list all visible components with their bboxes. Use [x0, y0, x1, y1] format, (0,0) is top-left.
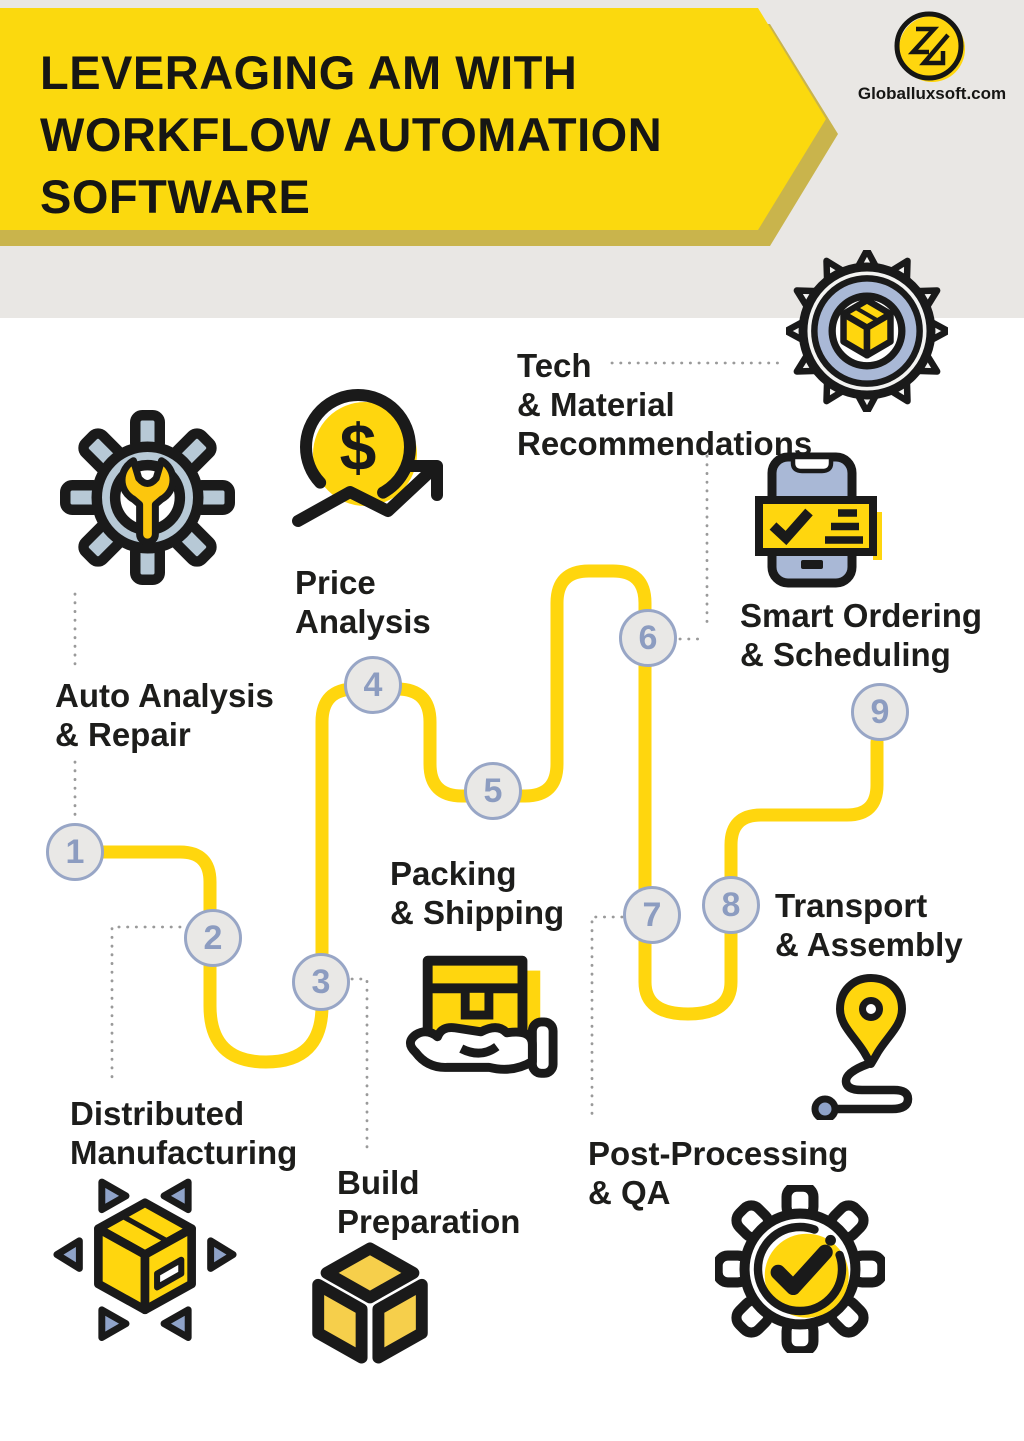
brand-url: Globalluxsoft.com: [857, 84, 1007, 103]
step-badge-7: 7: [623, 886, 681, 944]
label-price-analysis: Price Analysis: [295, 564, 431, 640]
step-badge-3: 3: [292, 953, 350, 1011]
dollar-trend-icon: $: [292, 389, 443, 527]
label-auto-analysis: Auto Analysis & Repair: [55, 677, 274, 753]
gear-box-icon: [786, 250, 948, 412]
step-badge-6: 6: [619, 609, 677, 667]
step-badge-5: 5: [464, 762, 522, 820]
exploded-box-icon: [53, 1178, 237, 1341]
label-distributed: Distributed Manufacturing: [70, 1095, 298, 1171]
open-cube-icon: [312, 1242, 428, 1364]
slg-monogram-icon: [894, 11, 965, 82]
step-badge-2: 2: [184, 909, 242, 967]
label-tech-material: Tech & Material Recommendations: [517, 347, 813, 462]
step-badge-4: 4: [344, 656, 402, 714]
map-pin-route-icon: [811, 974, 913, 1120]
step-badge-1: 1: [46, 823, 104, 881]
step-badge-8: 8: [702, 876, 760, 934]
page-title: LEVERAGING AM WITH WORKFLOW AUTOMATION S…: [40, 46, 663, 223]
yellow-flow-line: [68, 564, 884, 1069]
svg-text:$: $: [340, 410, 377, 484]
label-smart-ordering: Smart Ordering & Scheduling: [740, 597, 983, 673]
gear-check-icon: [715, 1185, 885, 1353]
dotted-leader-lines: [73, 361, 788, 1150]
banner-arrow: [0, 8, 826, 230]
title-banner: [0, 8, 838, 246]
label-post-processing: Post-Processing & QA: [588, 1135, 849, 1211]
label-build-prep: Build Preparation: [337, 1164, 521, 1240]
gear-wrench-icon: [60, 410, 235, 585]
step-badge-9: 9: [851, 683, 909, 741]
label-transport: Transport & Assembly: [775, 887, 963, 963]
box-in-hand-icon: [405, 955, 558, 1078]
label-packing: Packing & Shipping: [390, 855, 565, 931]
phone-checklist-icon: [755, 452, 882, 588]
